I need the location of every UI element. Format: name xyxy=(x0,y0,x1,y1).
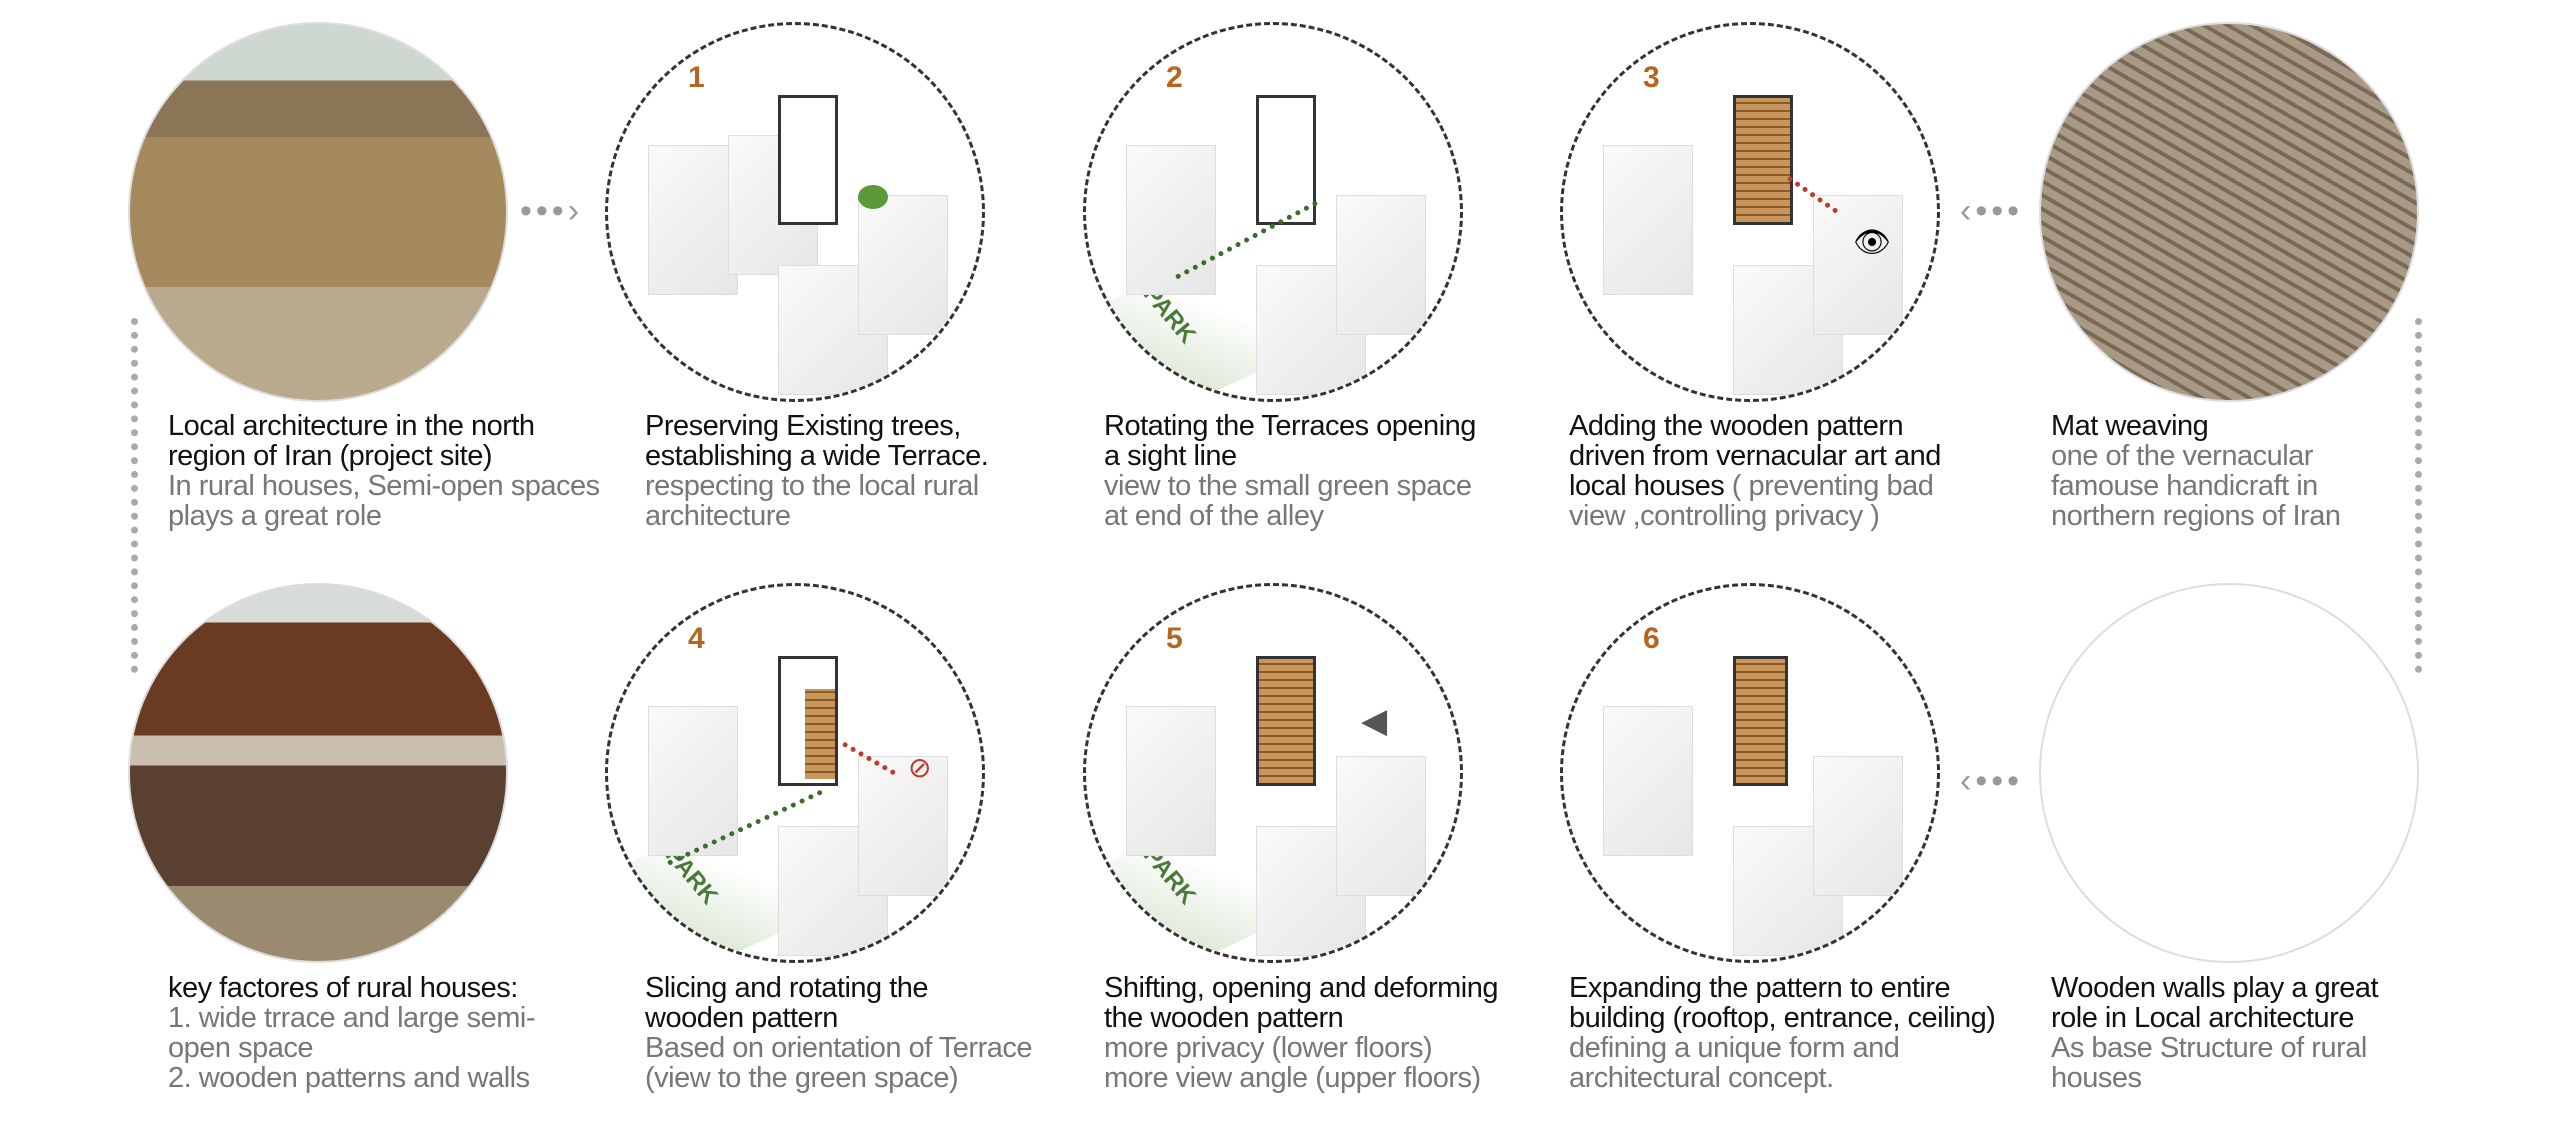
wooden-pattern xyxy=(1733,656,1788,786)
caption-title: Mat weaving xyxy=(2051,410,2209,442)
caption-subtitle: more view angle (upper floors) xyxy=(1104,1062,1481,1094)
wooden-pattern xyxy=(1733,95,1793,225)
connector-right xyxy=(2415,318,2422,673)
caption-title: key factores of rural houses: xyxy=(168,972,518,1004)
tree-icon xyxy=(858,185,888,209)
step-number: 4 xyxy=(688,622,705,655)
caption-subtitle: 1. wide trrace and large semi-open space xyxy=(168,1002,536,1064)
building-icon xyxy=(778,95,838,225)
caption-title: Rotating the Terraces opening a sight li… xyxy=(1104,410,1476,472)
wooden-pattern xyxy=(1256,656,1316,786)
caption-local-architecture: Local architecture in the north region o… xyxy=(168,411,608,531)
building-icon xyxy=(778,656,838,786)
caption-title: Preserving Existing trees, establishing … xyxy=(645,410,989,472)
caption-step-6: Expanding the pattern to entire building… xyxy=(1569,973,2009,1093)
caption-subtitle: defining a unique form and architectural… xyxy=(1569,1032,1900,1094)
caption-title: Local architecture in the north region o… xyxy=(168,410,535,472)
caption-subtitle: In rural houses, Semi-open spaces plays … xyxy=(168,470,600,532)
diagram-step-3: 3 👁 xyxy=(1560,22,1940,402)
photo-wooden-walls xyxy=(2039,583,2419,963)
caption-title: Expanding the pattern to entire building… xyxy=(1569,972,1996,1034)
diagram-step-6: 6 xyxy=(1560,583,1940,963)
photo-mat-weaving xyxy=(2039,22,2419,402)
photo-rural-house xyxy=(128,583,508,963)
caption-subtitle: As base Structure of rural houses xyxy=(2051,1032,2367,1094)
step-number: 6 xyxy=(1643,622,1660,655)
caption-subtitle: Based on orientation of Terrace (view to… xyxy=(645,1032,1033,1094)
caption-subtitle: respecting to the local rural architectu… xyxy=(645,470,979,532)
caption-title: Adding the wooden pattern driven from ve… xyxy=(1569,410,1941,502)
arrow-left-icon: ‹••• xyxy=(1960,192,2024,230)
arrow-icon: ◀ xyxy=(1361,702,1388,740)
no-view-icon: ⊘ xyxy=(908,752,932,783)
step-number: 3 xyxy=(1643,61,1660,94)
step-number: 2 xyxy=(1166,61,1183,94)
caption-step-1: Preserving Existing trees, establishing … xyxy=(645,411,1045,531)
caption-subtitle: ( preventing bad view ,controlling priva… xyxy=(1569,470,1934,532)
diagram-step-4: 4 PARK ⊘ xyxy=(605,583,985,963)
photo-local-house xyxy=(128,22,508,402)
connector-left xyxy=(131,318,138,673)
caption-subtitle: more privacy (lower floors) xyxy=(1104,1032,1433,1064)
caption-title: Wooden walls play a great role in Local … xyxy=(2051,972,2379,1034)
caption-title: Slicing and rotating the wooden pattern xyxy=(645,972,929,1034)
arrow-left-icon: ‹••• xyxy=(1960,762,2024,800)
arrow-right-icon: •••› xyxy=(520,192,584,230)
caption-subtitle: view to the small green space at end of … xyxy=(1104,470,1472,532)
diagram-step-1: 1 xyxy=(605,22,985,402)
caption-subtitle: one of the vernacular famouse handicraft… xyxy=(2051,440,2341,532)
caption-key-factors: key factores of rural houses:1. wide trr… xyxy=(168,973,608,1093)
diagram-step-5: 5 PARK ◀ xyxy=(1083,583,1463,963)
step-number: 1 xyxy=(688,61,705,94)
caption-subtitle: 2. wooden patterns and walls xyxy=(168,1062,530,1094)
diagram-step-2: 2 PARK xyxy=(1083,22,1463,402)
caption-step-3: Adding the wooden pattern driven from ve… xyxy=(1569,411,1969,531)
caption-step-5: Shifting, opening and deforming the wood… xyxy=(1104,973,1524,1093)
caption-wooden-walls: Wooden walls play a great role in Local … xyxy=(2051,973,2411,1093)
building-icon xyxy=(1256,95,1316,225)
eye-icon: 👁 xyxy=(1853,226,1892,259)
caption-step-2: Rotating the Terraces opening a sight li… xyxy=(1104,411,1484,531)
step-number: 5 xyxy=(1166,622,1183,655)
caption-title: Shifting, opening and deforming the wood… xyxy=(1104,972,1499,1034)
